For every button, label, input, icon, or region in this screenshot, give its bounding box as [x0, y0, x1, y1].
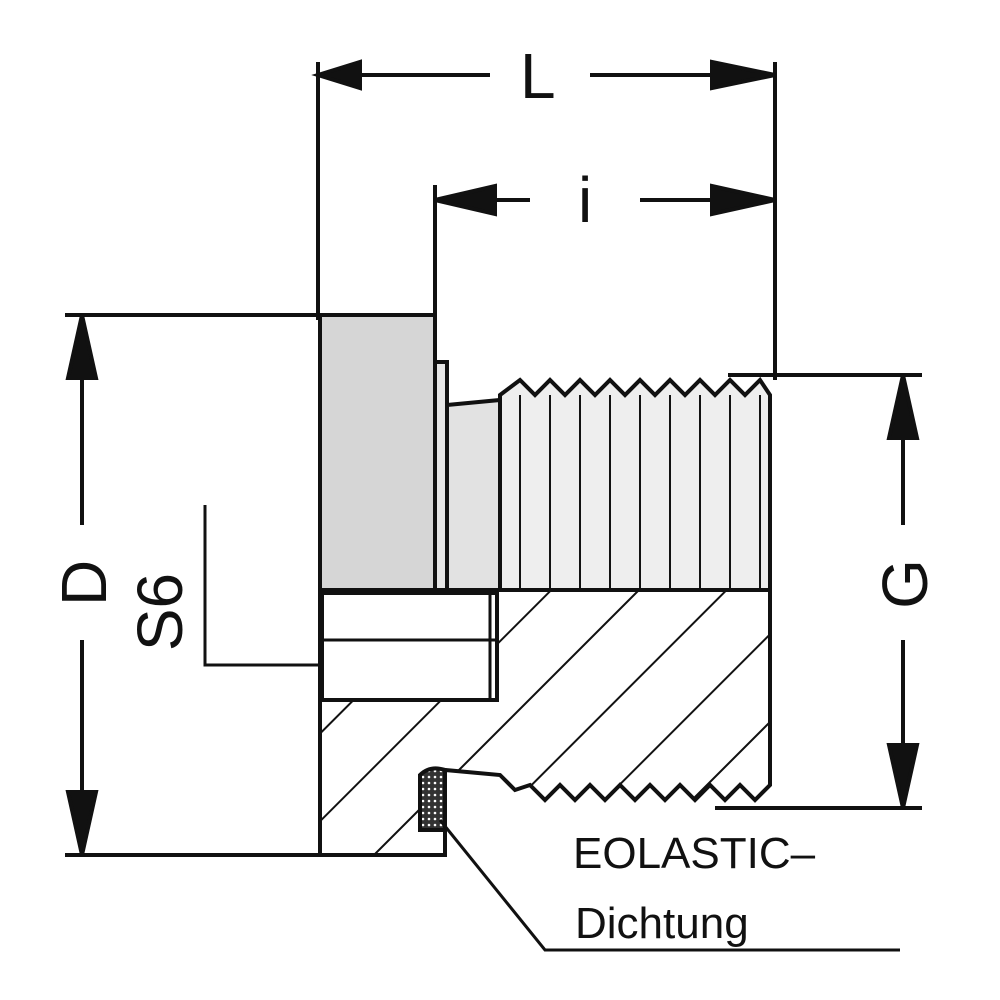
- label-i: i: [578, 164, 593, 236]
- label-G: G: [869, 559, 941, 609]
- seal-leader-line: [438, 819, 900, 952]
- dimension-L: [311, 59, 777, 380]
- seal-label-line2: Dichtung: [575, 899, 749, 948]
- plug-body: [318, 313, 772, 857]
- label-L: L: [520, 40, 556, 112]
- dimension-D: [65, 313, 330, 857]
- dimension-G: [715, 373, 922, 810]
- hex-socket: [320, 591, 499, 702]
- external-thread: [498, 376, 772, 592]
- label-S6: S6: [124, 572, 196, 652]
- seal-label-line1: EOLASTIC–: [573, 829, 816, 878]
- eolastic-seal: [418, 766, 447, 832]
- dimension-i: [433, 183, 776, 320]
- label-D: D: [48, 559, 120, 606]
